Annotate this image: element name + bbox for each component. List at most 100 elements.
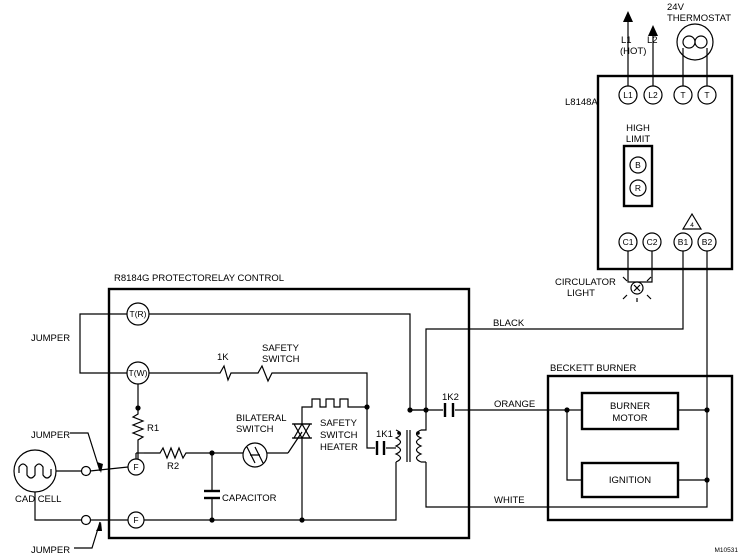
circulator-label-1: CIRCULATOR [555,277,616,288]
jumper-top-label: JUMPER [31,333,70,344]
r8184g-label: R8184G PROTECTORELAY CONTROL [114,273,284,284]
terminal-b [629,156,647,174]
terminal-b-text: B [635,160,641,170]
triac-icon-inverse [292,422,312,439]
jumper-bottom-leader [74,521,101,549]
cad-cell-label: CAD CELL [15,494,61,505]
l1-label: L1 [621,35,632,46]
circulator-light-cross [633,284,641,292]
jumper-mid-leader [70,432,101,472]
l2-arrow-icon [648,25,658,36]
l8148a-section: L8148A L1 (HOT) L2 24V THERMOSTAT L1 L2 … [555,2,734,302]
burner-motor-box [580,391,680,431]
high-limit-label-1: HIGH [626,123,650,134]
transformer-polarity-dot-2 [416,431,420,435]
common-rail [144,462,397,521]
junction-orange [564,407,570,413]
heater-label-1: SAFETY [320,418,358,429]
r1-label: R1 [147,423,159,434]
circulator-wire [627,251,653,283]
transformer-polarity-dot-1 [397,431,401,435]
junction-motor-white [704,407,710,413]
terminal-t2 [697,85,717,105]
high-limit-box [622,144,654,208]
jumper-mid-label: JUMPER [31,430,70,441]
junction-ignition-white [704,477,710,483]
jumper-bottom-arrow-icon [96,522,102,531]
terminal-c1-text: C1 [623,237,634,247]
terminal-l2-text: L2 [648,90,658,100]
jumper-terminal-2 [80,514,92,526]
thermostat-voltage: 24V [667,2,685,13]
jumper-loop [79,313,127,374]
terminal-f2-text: F [133,515,138,525]
1k2-label: 1K2 [442,392,459,403]
heater-label-3: HEATER [320,442,358,453]
safety-switch-heater-icon [301,398,367,424]
terminal-c2-text: C2 [647,237,658,247]
figure-id: M10531 [715,547,739,554]
1k1-feed [366,407,375,449]
l8148a-box [596,74,734,271]
r1-resistor-icon [131,384,145,459]
l1-hot-label: (HOT) [620,46,646,57]
bilateral-label-1: BILATERAL [236,413,287,424]
orange-label: ORANGE [494,399,535,410]
thermostat-dial-left [682,35,696,49]
terminal-l1 [618,85,638,105]
circulator-light-rays [622,276,652,302]
beckett-burner-box [546,374,734,522]
thermostat-label: THERMOSTAT [667,13,731,24]
heater-label-2: SWITCH [320,430,358,441]
jumper-bottom-label: JUMPER [31,545,70,556]
burner-motor-label-1: BURNER [610,401,650,412]
black-wire [425,251,684,410]
l2-label: L2 [647,35,658,46]
triac-icon [292,423,312,440]
field-wiring: BLACK ORANGE WHITE [425,251,708,508]
transformer-primary-coil [415,429,423,463]
r2-resistor-icon [144,446,245,460]
terminal-t2-text: T [704,90,709,100]
terminal-b2-text: B2 [702,237,713,247]
circulator-label-2: LIGHT [567,288,595,299]
transformer-primary-top [421,410,427,431]
white-label: WHITE [494,495,525,506]
r8184g-box [107,287,471,540]
terminal-l1-text: L1 [623,90,633,100]
r8184g-section: R8184G PROTECTORELAY CONTROL T(R) T(W) F… [31,273,471,540]
beckett-burner-label: BECKETT BURNER [550,363,637,374]
terminal-b1-text: B1 [678,237,689,247]
beckett-burner-section: BECKETT BURNER BURNER MOTOR IGNITION [546,363,734,522]
junction-r1 [135,405,141,411]
black-label: BLACK [493,318,525,329]
safety-switch-label-1: SAFETY [262,343,300,354]
l8148a-label: L8148A [565,97,598,108]
1k1-label: 1K1 [376,429,393,440]
cad-to-f1 [89,466,129,472]
jumper-terminal-1 [80,465,92,477]
bilateral-label-2: SWITCH [236,424,274,435]
capacitor-label: CAPACITOR [222,493,277,504]
tw-line [149,364,368,407]
transformer-secondary-coil [394,429,402,463]
terminal-tr-text: T(R) [130,309,147,319]
terminal-f1-text: F [133,462,138,472]
terminal-t1-text: T [680,90,685,100]
terminal-l2 [643,85,663,105]
white-wire [425,251,708,508]
cad-cell-element [18,463,52,479]
l1-arrow-icon [623,11,633,22]
high-limit-label-2: LIMIT [626,134,650,145]
ignition-label: IGNITION [609,475,651,486]
burner-motor-label-2: MOTOR [612,413,647,424]
note-number: 4 [690,222,694,229]
1k-label: 1K [217,352,229,363]
jumper-mid-arrow-icon [97,462,103,473]
thermostat-icon [676,23,714,61]
ignition-feed-left [566,410,582,481]
cad-cell-section: CAD CELL JUMPER JUMPER [13,430,129,556]
terminal-r [629,179,647,197]
bilateral-switch-symbol [246,446,264,464]
